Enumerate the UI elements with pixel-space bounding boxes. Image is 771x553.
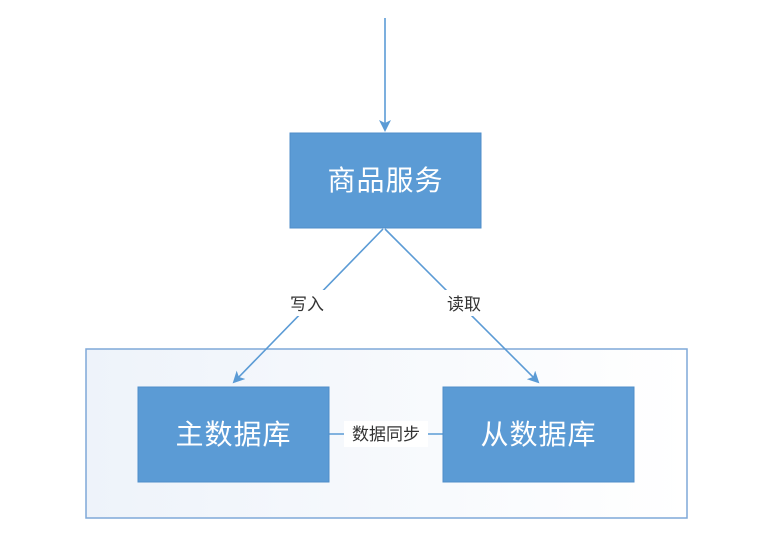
service-node[interactable]: 商品服务	[289, 132, 482, 229]
slave-db-node-label: 从数据库	[480, 418, 596, 451]
sync-edge-label: 数据同步	[352, 425, 420, 445]
service-node-label: 商品服务	[327, 164, 443, 197]
write-edge-label: 写入	[290, 295, 324, 315]
master-db-node[interactable]: 主数据库	[137, 386, 330, 483]
master-db-node-label: 主数据库	[175, 418, 291, 451]
read-edge-label: 读取	[447, 295, 481, 315]
slave-db-node[interactable]: 从数据库	[442, 386, 635, 483]
